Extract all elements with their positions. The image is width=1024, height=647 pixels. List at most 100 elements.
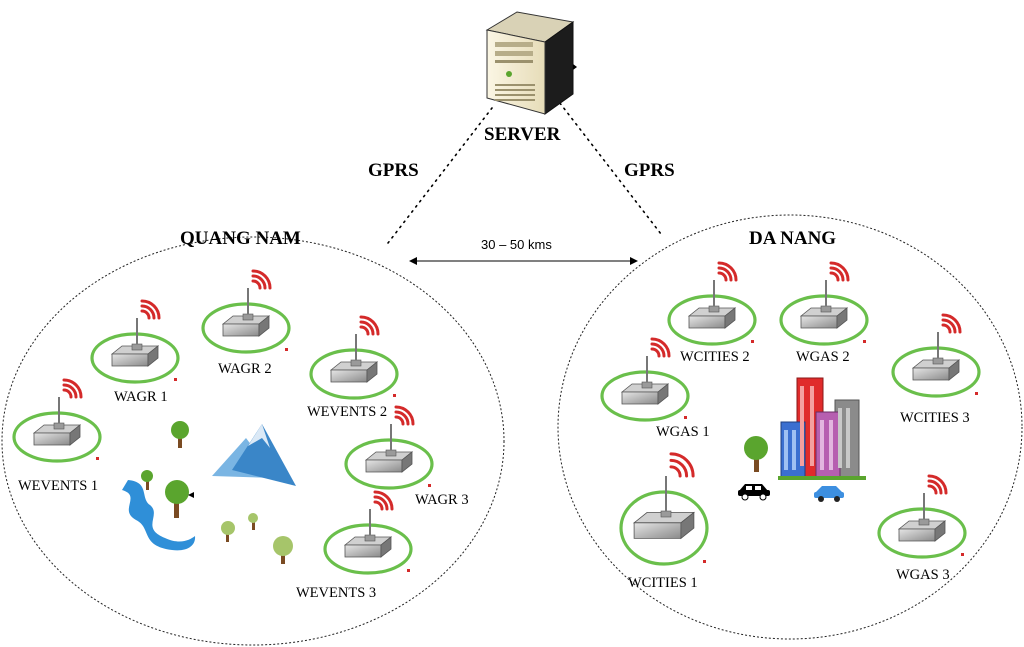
node-ring <box>600 370 690 422</box>
sensor-node-icon <box>877 474 967 559</box>
signal-wave-icon <box>650 347 661 358</box>
signal-wave-icon <box>373 495 389 511</box>
signal-wave-icon <box>927 474 948 495</box>
signal-wave-icon <box>359 325 370 336</box>
city-buildings-icon <box>778 377 866 480</box>
node-antenna-base <box>364 534 376 542</box>
signal-wave-icon <box>251 269 272 290</box>
node-antenna-base <box>820 305 832 313</box>
tree-icon <box>744 436 768 472</box>
node-marker <box>751 340 754 343</box>
node-label-wcities-1: WCITIES 1 <box>628 575 698 591</box>
sensor-node-icon <box>600 337 690 422</box>
node-marker <box>428 484 431 487</box>
node-box-side <box>724 307 736 329</box>
signal-wave-icon <box>373 500 384 511</box>
sensor-node-icon <box>344 405 434 490</box>
car-icon <box>814 486 844 502</box>
signal-wave-icon <box>359 315 380 336</box>
signal-wave-icon <box>829 271 840 282</box>
node-box-side <box>147 345 159 367</box>
car-icon <box>738 484 770 501</box>
node-box-side <box>258 315 270 337</box>
node-ring <box>12 411 102 463</box>
node-marker <box>863 340 866 343</box>
node-box-front <box>912 367 950 381</box>
node-antenna-base <box>918 518 930 526</box>
node-ring <box>891 346 981 398</box>
tree-icon <box>141 470 153 490</box>
node-box-side <box>680 511 695 540</box>
node-label-wgas-3: WGAS 3 <box>896 567 950 583</box>
signal-wave-icon <box>669 465 682 478</box>
sensor-node-icon <box>323 490 413 575</box>
node-marker <box>96 457 99 460</box>
node-box-front <box>330 369 368 383</box>
signal-wave-icon <box>941 313 962 334</box>
sensor-nodes <box>12 261 981 575</box>
signal-wave-icon <box>62 383 78 399</box>
gprs-label-left: GPRS <box>368 160 419 181</box>
signal-wave-icon <box>717 271 728 282</box>
signal-wave-icon <box>359 320 375 336</box>
mountain-icon <box>212 424 296 486</box>
node-box-side <box>948 359 960 381</box>
node-box-side <box>401 451 413 473</box>
signal-wave-icon <box>251 279 262 290</box>
distance-label: 30 – 50 kms <box>481 237 552 252</box>
node-box-front <box>688 315 726 329</box>
server-icon <box>485 11 577 115</box>
sensor-node-icon <box>309 315 399 400</box>
node-ring <box>779 294 869 346</box>
signal-wave-icon <box>927 479 943 495</box>
node-antenna-base <box>131 343 143 351</box>
signal-wave-icon <box>140 304 156 320</box>
node-box-front <box>111 353 149 367</box>
signal-wave-icon <box>669 458 689 478</box>
node-ring <box>201 302 291 354</box>
node-marker <box>961 553 964 556</box>
node-ring <box>667 294 757 346</box>
node-antenna-base <box>708 305 720 313</box>
signal-wave-icon <box>394 415 405 426</box>
signal-wave-icon <box>62 388 73 399</box>
signal-wave-icon <box>62 378 83 399</box>
gprs-link-right <box>555 97 662 235</box>
signal-wave-icon <box>717 261 738 282</box>
node-box-front <box>898 528 936 542</box>
node-box-side <box>657 383 669 405</box>
gprs-link-left <box>387 107 493 244</box>
tree-icon <box>248 513 258 530</box>
node-box-front <box>621 391 659 405</box>
sensor-node-icon <box>891 313 981 398</box>
region-title-quang-nam: QUANG NAM <box>180 228 301 249</box>
signal-wave-icon <box>717 266 733 282</box>
node-ring <box>877 507 967 559</box>
tree-icon <box>221 521 235 542</box>
signal-wave-icon <box>941 318 957 334</box>
signal-wave-icon <box>251 274 267 290</box>
node-ring <box>323 523 413 575</box>
sensor-node-icon <box>12 378 102 463</box>
node-marker <box>684 416 687 419</box>
sensor-node-icon <box>619 452 709 566</box>
node-box-side <box>934 520 946 542</box>
region-da-nang-boundary <box>557 214 1023 640</box>
node-antenna-base <box>242 313 254 321</box>
node-box-side <box>366 361 378 383</box>
gprs-label-right: GPRS <box>624 160 675 181</box>
signal-wave-icon <box>829 266 845 282</box>
signal-wave-icon <box>927 484 938 495</box>
node-label-wevents-2: WEVENTS 2 <box>307 404 388 420</box>
node-antenna-base <box>660 510 672 518</box>
node-box-front <box>365 459 403 473</box>
region-title-da-nang: DA NANG <box>749 228 837 249</box>
node-ring <box>619 490 709 566</box>
tree-icon <box>171 421 189 448</box>
node-antenna-base <box>53 422 65 430</box>
sensor-node-icon <box>90 299 180 384</box>
node-box-side <box>380 536 392 558</box>
node-box-front <box>222 323 260 337</box>
node-antenna-base <box>641 381 653 389</box>
node-ring <box>309 348 399 400</box>
